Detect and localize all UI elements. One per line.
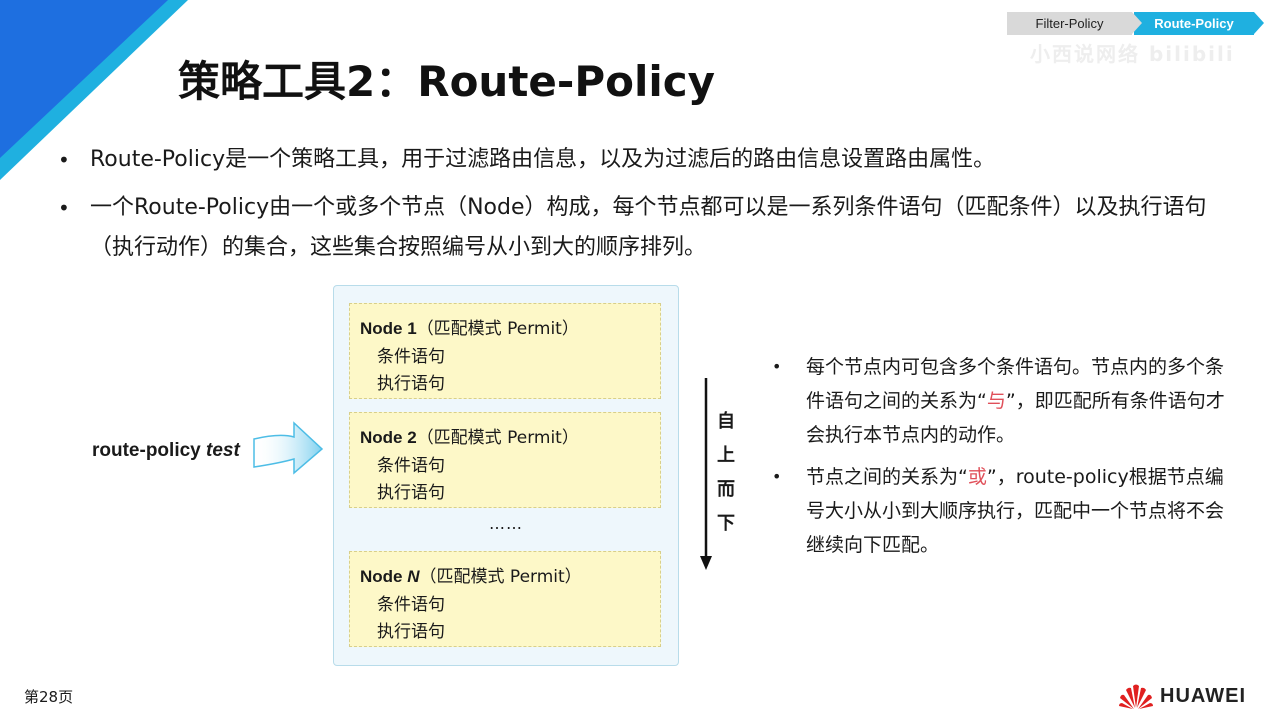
down-arrow-icon xyxy=(700,378,712,570)
huawei-logo: HUAWEI xyxy=(1118,682,1246,710)
page-number: 第28页 xyxy=(24,688,74,706)
corner-decoration xyxy=(0,0,188,180)
notes-list: 每个节点内可包含多个条件语句。节点内的多个条件语句之间的关系为“与”，即匹配所有… xyxy=(770,350,1230,570)
bullet-item: 一个Route-Policy由一个或多个节点（Node）构成，每个节点都可以是一… xyxy=(58,188,1250,268)
node-n: Node N（匹配模式 Permit） 条件语句 执行语句 xyxy=(349,551,661,647)
note-item: 每个节点内可包含多个条件语句。节点内的多个条件语句之间的关系为“与”，即匹配所有… xyxy=(770,350,1230,452)
right-arrow-icon xyxy=(253,421,324,475)
watermark: 小西说网络 bilibili xyxy=(1030,42,1235,66)
bullet-item: Route-Policy是一个策略工具，用于过滤路由信息，以及为过滤后的路由信息… xyxy=(58,140,1258,180)
top-to-bottom-label: 自 上 而 下 xyxy=(717,411,735,534)
page-title: 策略工具2：Route-Policy xyxy=(178,57,716,106)
node-name: Node 1 xyxy=(360,319,417,338)
node-1: Node 1（匹配模式 Permit） 条件语句 执行语句 xyxy=(349,303,661,399)
node-name: Node 2 xyxy=(360,428,417,447)
node-2: Node 2（匹配模式 Permit） 条件语句 执行语句 xyxy=(349,412,661,508)
ellipsis: …… xyxy=(489,514,523,533)
route-policy-diagram: Node 1（匹配模式 Permit） 条件语句 执行语句 Node 2（匹配模… xyxy=(333,285,679,666)
node-name: Node N xyxy=(360,567,420,586)
condition-statement: 条件语句 xyxy=(377,456,445,476)
route-policy-label: route-policy test xyxy=(92,440,240,461)
bullet-list: Route-Policy是一个策略工具，用于过滤路由信息，以及为过滤后的路由信息… xyxy=(58,140,1258,276)
breadcrumb: Filter-Policy Route-Policy xyxy=(1007,12,1264,35)
action-statement: 执行语句 xyxy=(377,483,445,503)
condition-statement: 条件语句 xyxy=(377,595,445,615)
breadcrumb-route-policy[interactable]: Route-Policy xyxy=(1134,12,1264,35)
breadcrumb-filter-policy[interactable]: Filter-Policy xyxy=(1007,12,1142,35)
huawei-flower-icon xyxy=(1119,684,1153,709)
action-statement: 执行语句 xyxy=(377,622,445,642)
condition-statement: 条件语句 xyxy=(377,347,445,367)
note-item: 节点之间的关系为“或”，route-policy根据节点编号大小从小到大顺序执行… xyxy=(770,460,1230,562)
action-statement: 执行语句 xyxy=(377,374,445,394)
